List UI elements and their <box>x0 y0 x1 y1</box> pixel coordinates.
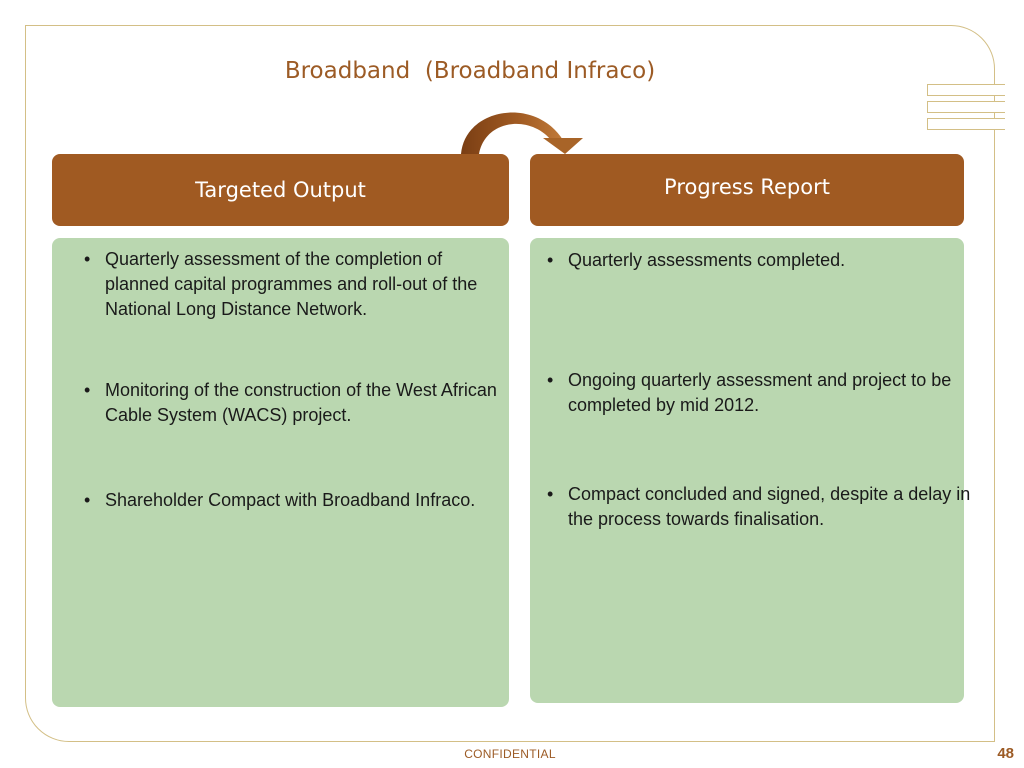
list-item: • Quarterly assessment of the completion… <box>84 247 505 322</box>
bullet-icon: • <box>547 484 554 504</box>
targeted-output-panel: • Quarterly assessment of the completion… <box>52 238 509 707</box>
slide-title: Broadband (Broadband Infraco) <box>284 58 656 84</box>
page-number: 48 <box>997 745 1014 762</box>
bullet-icon: • <box>547 370 554 390</box>
bullet-icon: • <box>547 250 554 270</box>
confidential-footer: CONFIDENTIAL <box>464 747 556 761</box>
list-item-text: Quarterly assessments completed. <box>568 250 846 270</box>
list-item-text: Monitoring of the construction of the We… <box>105 380 497 425</box>
list-item-text: Quarterly assessment of the completion o… <box>105 249 478 319</box>
targeted-output-header: Targeted Output <box>52 154 509 226</box>
list-item-text: Shareholder Compact with Broadband Infra… <box>105 490 476 510</box>
progress-report-header: Progress Report <box>530 154 964 226</box>
curved-arrow-icon <box>461 112 583 154</box>
list-item: • Quarterly assessments completed. <box>547 248 988 273</box>
progress-report-panel: • Quarterly assessments completed. • Ong… <box>530 238 970 703</box>
list-item: • Shareholder Compact with Broadband Inf… <box>84 488 505 513</box>
bullet-icon: • <box>84 490 91 510</box>
list-item: • Monitoring of the construction of the … <box>84 378 505 428</box>
bullet-icon: • <box>84 249 91 269</box>
list-item-text: Compact concluded and signed, despite a … <box>568 484 971 529</box>
slide-frame <box>25 25 995 742</box>
list-item: • Compact concluded and signed, despite … <box>547 482 988 532</box>
decorative-bar-top <box>927 84 1005 96</box>
bullet-icon: • <box>84 380 91 400</box>
decorative-bar-bottom <box>927 118 1005 130</box>
decorative-bar-middle <box>927 101 1005 113</box>
list-item: • Ongoing quarterly assessment and proje… <box>547 368 968 418</box>
list-item-text: Ongoing quarterly assessment and project… <box>568 370 952 415</box>
